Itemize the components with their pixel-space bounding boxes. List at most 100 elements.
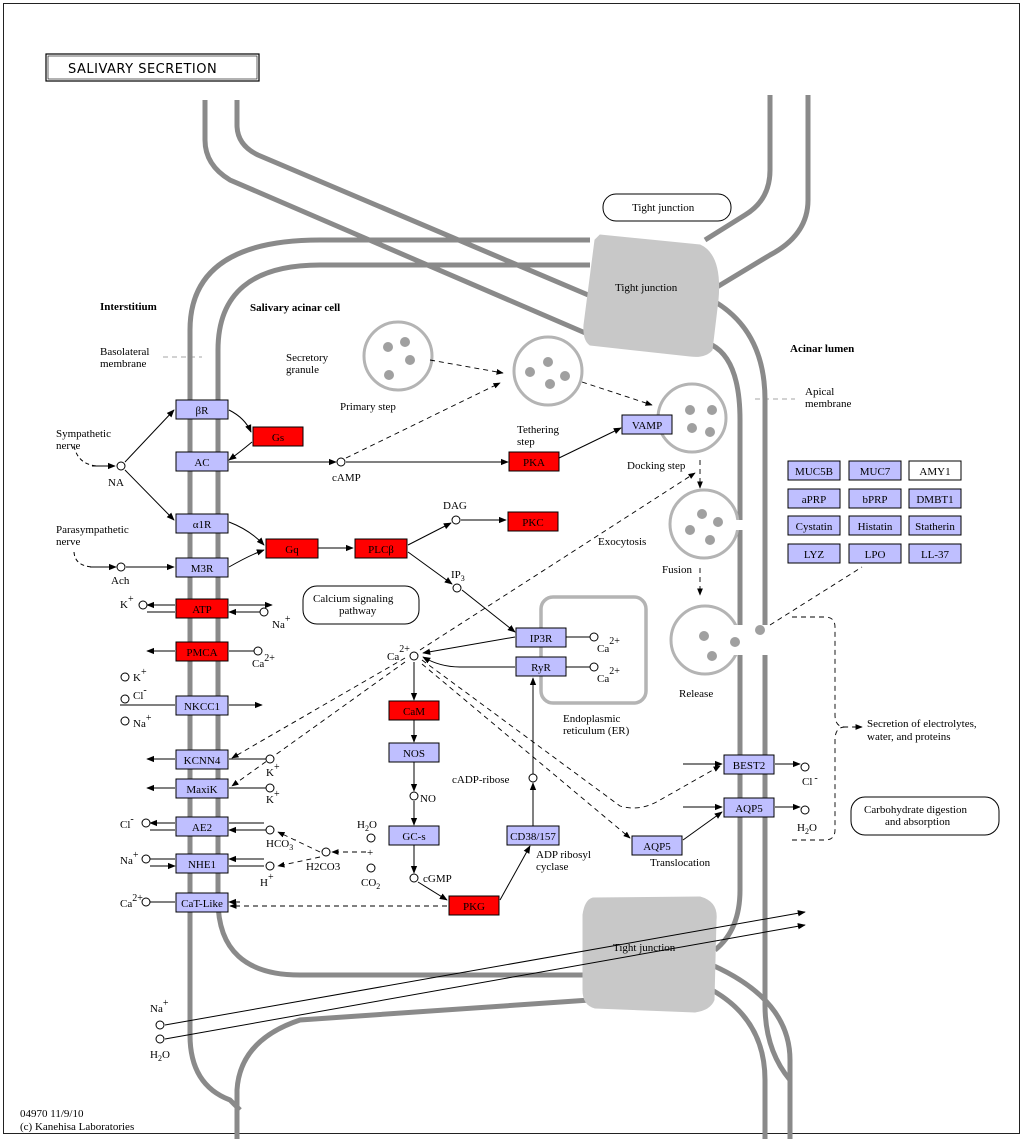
tight-junction-bottom[interactable]: Tight junction [583,897,716,1012]
gene-ae2[interactable]: AE2 [176,817,228,836]
svg-text:PKA: PKA [523,457,545,469]
svg-text:Cl-: Cl- [802,773,818,788]
svg-text:IP3R: IP3R [530,633,553,645]
gene-beta-r[interactable]: βR [176,400,228,419]
svg-text:K+: K+ [133,667,147,684]
gene-ryr[interactable]: RyR [516,657,566,676]
gene-pka[interactable]: PKA [509,452,559,471]
svg-text:AMY1: AMY1 [919,466,950,478]
svg-text:Tethering: Tethering [517,424,559,436]
release-granule: Fusion Release [662,564,778,700]
gene-m3r[interactable]: M3R [176,558,228,577]
tethering-granule: Tethering step [514,337,582,448]
gene-aprp[interactable]: aPRP [788,489,840,508]
svg-text:DMBT1: DMBT1 [916,494,953,506]
gene-lpo[interactable]: LPO [849,544,901,563]
svg-text:water, and proteins: water, and proteins [867,731,951,743]
gene-statherin[interactable]: Statherin [909,516,961,535]
svg-text:step: step [517,436,535,448]
gene-nkcc1[interactable]: NKCC1 [176,696,228,715]
svg-text:H2O: H2O [797,822,817,836]
map-link-calcium-signaling[interactable]: Calcium signaling pathway [303,586,419,624]
gene-ip3r[interactable]: IP3R [516,628,566,647]
gene-maxik[interactable]: MaxiK [176,779,228,798]
gene-nhe1[interactable]: NHE1 [176,854,228,873]
gene-cat-like[interactable]: CaT-Like [176,893,228,912]
label-apical: Apical membrane [755,386,852,410]
gene-cystatin[interactable]: Cystatin [788,516,840,535]
svg-text:RyR: RyR [531,662,551,674]
svg-text:Secretory: Secretory [286,352,329,364]
svg-text:Ca2+: Ca2+ [387,644,410,663]
gene-gc-s[interactable]: GC-s [389,826,439,845]
svg-text:+: + [367,847,373,859]
gene-alpha1r[interactable]: α1R [176,514,228,533]
svg-text:Gs: Gs [272,432,284,444]
svg-text:Cl-: Cl- [133,685,147,702]
gene-bprp[interactable]: bPRP [849,489,901,508]
svg-text:NO: NO [420,793,436,805]
svg-text:cADP-ribose: cADP-ribose [452,774,510,786]
gene-gq[interactable]: Gq [266,539,318,558]
svg-text:Apical: Apical [805,386,834,398]
svg-text:Exocytosis: Exocytosis [598,536,646,548]
svg-text:PMCA: PMCA [186,647,217,659]
gene-pkc[interactable]: PKC [508,512,558,531]
gene-dmbt1[interactable]: DMBT1 [909,489,961,508]
svg-text:04970 11/9/10: 04970 11/9/10 [20,1108,84,1120]
svg-text:Secretion of electrolytes,: Secretion of electrolytes, [867,718,977,730]
gene-ll-37[interactable]: LL-37 [909,544,961,563]
gene-pkg[interactable]: PKG [449,896,499,915]
gene-vamp[interactable]: VAMP [622,415,672,434]
gene-aqp5-vesicle[interactable]: AQP5 [632,836,682,855]
svg-text:Cl-: Cl- [120,814,134,831]
svg-text:Na+: Na+ [272,614,291,631]
tight-junction-top[interactable]: Tight junction [584,235,719,356]
svg-text:SALIVARY SECRETION: SALIVARY SECRETION [68,62,217,77]
svg-text:Primary step: Primary step [340,401,396,413]
svg-text:CD38/157: CD38/157 [510,831,556,843]
gene-muc7[interactable]: MUC7 [849,461,901,480]
svg-text:AQP5: AQP5 [643,841,671,853]
gene-pmca[interactable]: PMCA [176,642,228,661]
svg-text:NHE1: NHE1 [188,859,216,871]
gene-lyz[interactable]: LYZ [788,544,840,563]
gene-ac[interactable]: AC [176,452,228,471]
svg-text:α1R: α1R [193,519,212,531]
secreted-proteins: MUC5B MUC7 AMY1 aPRP bPRP DMBT1Cystatin Histat… [788,461,961,563]
svg-text:cyclase: cyclase [536,861,568,873]
svg-text:NOS: NOS [403,748,425,760]
gene-cd38[interactable]: CD38/157 [507,826,559,845]
svg-text:βR: βR [196,405,210,417]
svg-text:NKCC1: NKCC1 [184,701,220,713]
svg-text:AC: AC [194,457,209,469]
svg-text:Histatin: Histatin [858,521,893,533]
gene-atp[interactable]: ATP [176,599,228,618]
svg-text:M3R: M3R [191,563,214,575]
gene-cam[interactable]: CaM [389,701,439,720]
svg-text:Endoplasmic: Endoplasmic [563,713,621,725]
region-acinar-cell: Salivary acinar cell [250,302,340,314]
svg-text:MUC5B: MUC5B [795,466,833,478]
svg-text:H+: H+ [260,872,274,889]
gene-muc5b[interactable]: MUC5B [788,461,840,480]
gene-aqp5-membrane[interactable]: AQP5 [724,798,774,817]
svg-text:CaM: CaM [403,706,425,718]
compound-na-node [117,462,125,470]
gene-amy1[interactable]: AMY1 [909,461,961,480]
gene-plcb[interactable]: PLCβ [355,539,407,558]
gene-kcnn4[interactable]: KCNN4 [176,750,228,769]
svg-text:K+: K+ [120,594,134,611]
gene-nos[interactable]: NOS [389,743,439,762]
svg-text:VAMP: VAMP [632,420,662,432]
svg-text:H2O: H2O [357,819,377,833]
gene-histatin[interactable]: Histatin [849,516,901,535]
svg-text:Gq: Gq [285,544,299,556]
svg-text:K+: K+ [266,762,280,779]
gene-gs[interactable]: Gs [253,427,303,446]
map-link-carbohydrate-digestion[interactable]: Carbohydrate digestion and absorption [851,797,999,835]
svg-text:PLCβ: PLCβ [368,544,394,556]
map-link-tight-junction[interactable]: Tight junction [603,194,731,221]
svg-text:Ach: Ach [111,575,130,587]
gene-best2[interactable]: BEST2 [724,755,774,774]
